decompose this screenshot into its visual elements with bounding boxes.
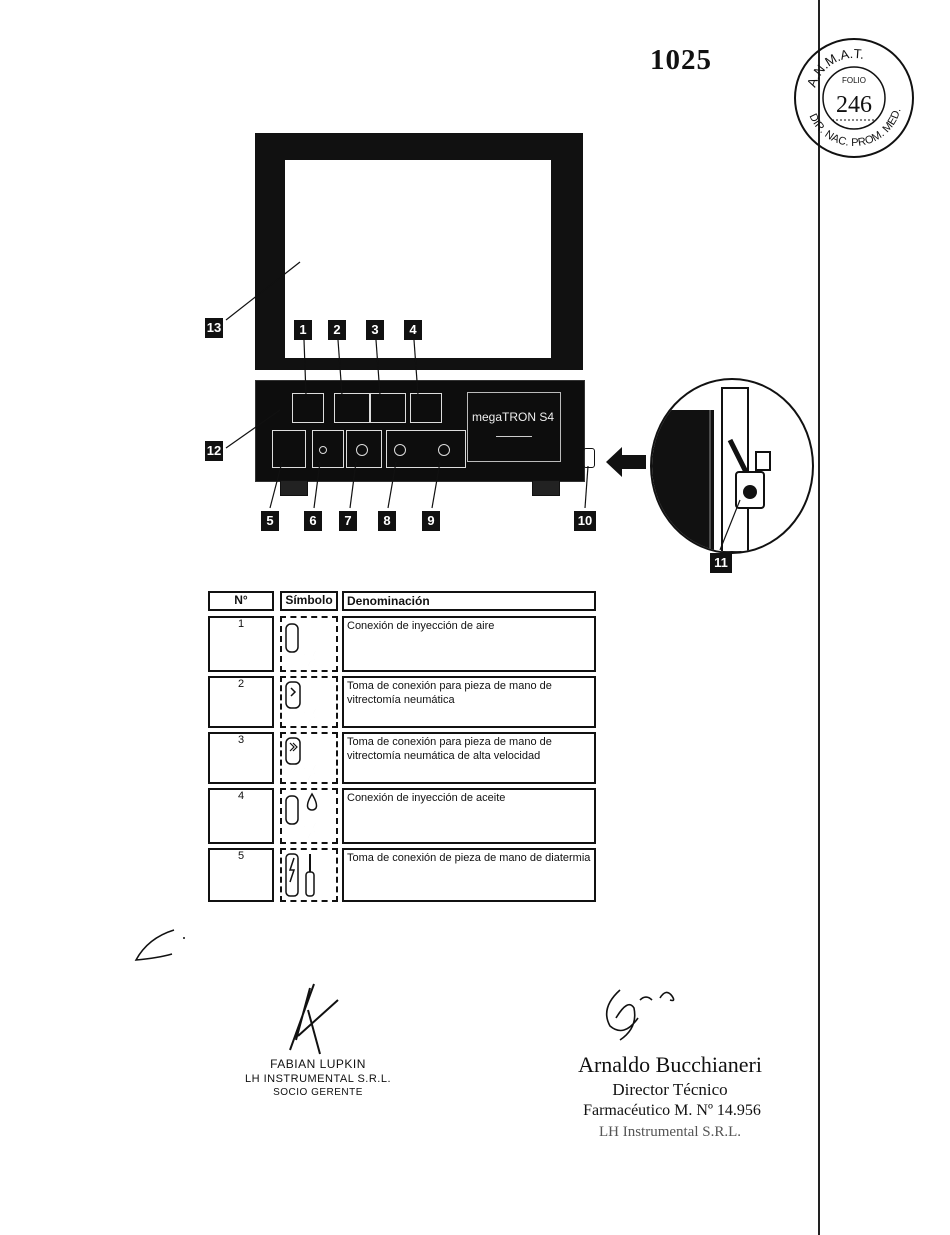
- signature-right-image: [605, 989, 675, 1041]
- socket-9-icon: [438, 444, 450, 456]
- callout-2: 2: [328, 320, 346, 340]
- connector-2: [334, 393, 370, 423]
- connector-4: [410, 393, 442, 423]
- callout-5: 5: [261, 511, 279, 531]
- callout-9: 9: [422, 511, 440, 531]
- socket-8-icon: [394, 444, 406, 456]
- connector-5: [272, 430, 306, 468]
- signature-left-image: [289, 983, 339, 1055]
- brand-sublogo: [496, 432, 532, 437]
- handwritten-initial: [134, 929, 185, 961]
- page-number: 1025: [650, 44, 712, 76]
- row-1-name: Conexión de inyección de aire: [342, 616, 596, 672]
- socket-6-icon: [319, 446, 327, 454]
- header-name: Denominación: [342, 591, 596, 611]
- side-valve-detail: [652, 387, 771, 552]
- callout-8: 8: [378, 511, 396, 531]
- diathermy-icon: [280, 848, 338, 902]
- signature-right-company: LH Instrumental S.R.L.: [598, 1124, 742, 1140]
- stamp-folio-label: FOLIO: [842, 76, 866, 85]
- row-2-num: 2: [208, 676, 274, 728]
- callout-3: 3: [366, 320, 384, 340]
- oil-injection-icon: [280, 788, 338, 844]
- header-symbol: Símbolo: [280, 591, 338, 611]
- arrow-left-icon: [606, 447, 646, 477]
- callout-1: 1: [294, 320, 312, 340]
- row-3-name: Toma de conexión para pieza de mano de v…: [342, 732, 596, 784]
- row-4-name: Conexión de inyección de aceite: [342, 788, 596, 844]
- row-1-num: 1: [208, 616, 274, 672]
- signature-right-name: Arnaldo Bucchianeri: [578, 1052, 762, 1077]
- air-injection-icon: [280, 616, 338, 672]
- callout-6: 6: [304, 511, 322, 531]
- device-foot-left: [280, 480, 308, 496]
- socket-7-icon: [356, 444, 368, 456]
- connector-3: [370, 393, 406, 423]
- connector-6: [312, 430, 344, 468]
- callout-11: 11: [710, 553, 732, 573]
- callout-12: 12: [205, 441, 223, 461]
- detail-magnifier: [650, 378, 814, 554]
- signature-left-company: LH INSTRUMENTAL S.R.L.: [244, 1073, 392, 1085]
- header-num: N°: [208, 591, 274, 611]
- brand-label: megaTRON S4: [472, 410, 555, 424]
- row-4-num: 4: [208, 788, 274, 844]
- signature-right-license: Farmacéutico M. Nº 14.956: [583, 1102, 761, 1119]
- row-3-num: 3: [208, 732, 274, 784]
- callout-4: 4: [404, 320, 422, 340]
- signature-left-role: SOCIO GERENTE: [273, 1087, 363, 1098]
- high-speed-vitrectomy-icon: [280, 732, 338, 784]
- callout-13: 13: [205, 318, 223, 338]
- right-margin-line: [818, 0, 820, 1235]
- signature-left-name: FABIAN LUPKIN: [270, 1057, 366, 1071]
- side-connector: [583, 448, 595, 468]
- connector-1: [292, 393, 324, 423]
- brand-plate: [467, 392, 561, 462]
- anmat-folio-stamp: A.N.M.A.T. DIR. NAC. PROM. MED. FOLIO 24…: [794, 38, 914, 158]
- row-5-name: Toma de conexión de pieza de mano de dia…: [342, 848, 596, 902]
- pneumatic-vitrectomy-icon: [280, 676, 338, 728]
- row-2-name: Toma de conexión para pieza de mano de v…: [342, 676, 596, 728]
- device-foot-right: [532, 480, 560, 496]
- signature-right-role: Director Técnico: [612, 1080, 728, 1099]
- callout-10: 10: [574, 511, 596, 531]
- row-5-num: 5: [208, 848, 274, 902]
- callout-7: 7: [339, 511, 357, 531]
- stamp-folio-number: 246: [836, 92, 872, 118]
